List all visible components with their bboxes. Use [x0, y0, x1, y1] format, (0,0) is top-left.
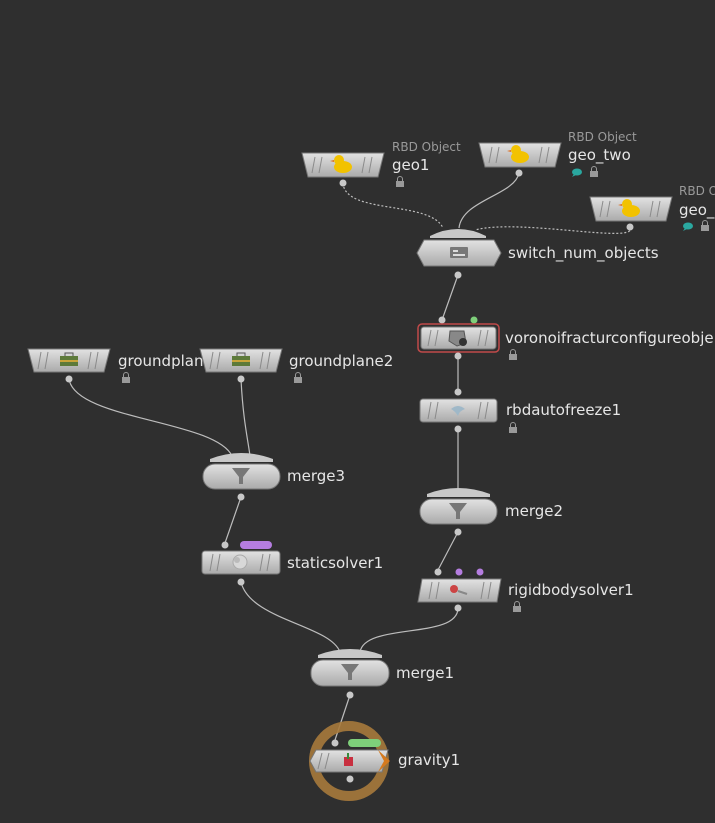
wire-rbd-merge1[interactable]	[359, 607, 459, 653]
wire-static-merge1[interactable]	[240, 581, 341, 653]
lock-icon	[509, 422, 517, 433]
node-name-groundplane2[interactable]: groundplane2	[289, 352, 394, 370]
node-name-gravity1[interactable]: gravity1	[398, 751, 461, 769]
flag-bar-green	[348, 739, 381, 747]
node-groundplane1[interactable]	[27, 348, 130, 383]
rigid-body-solver-icon	[450, 585, 468, 595]
output-connector[interactable]	[237, 578, 245, 586]
node-type-label-geo1: RBD Object	[392, 140, 461, 154]
node-name-merge1[interactable]: merge1	[396, 664, 455, 682]
output-connector[interactable]	[237, 493, 245, 501]
gravity-icon	[344, 753, 353, 766]
wire-merge2-rbdsolver[interactable]	[437, 531, 459, 571]
node-groundplane2[interactable]	[199, 348, 302, 383]
node-name-merge2[interactable]: merge2	[505, 502, 564, 520]
wire-geotwo-switch[interactable]	[458, 172, 520, 229]
output-connector[interactable]	[65, 375, 73, 383]
funnel-icon	[449, 503, 467, 519]
wire-geo1-switch[interactable]	[342, 182, 444, 229]
input-connector[interactable]	[331, 739, 339, 747]
node-type-label-geo-two: RBD Object	[568, 130, 637, 144]
flag-dot-purple	[455, 568, 463, 576]
output-connector[interactable]	[454, 352, 462, 360]
ground-plane-icon	[232, 352, 250, 366]
node-name-rigidbodysolver1[interactable]: rigidbodysolver1	[508, 581, 634, 599]
output-connector[interactable]	[454, 425, 462, 433]
node-name-merge3[interactable]: merge3	[287, 467, 346, 485]
node-name-geo1[interactable]: geo1	[392, 156, 430, 174]
funnel-icon	[341, 664, 359, 680]
output-connector[interactable]	[346, 775, 354, 783]
flag-bar-purple	[240, 541, 272, 549]
node-selected-border	[417, 323, 500, 353]
input-bar[interactable]	[318, 649, 382, 658]
node-rigidbodysolver1[interactable]	[417, 568, 521, 613]
node-rbdautofreeze1[interactable]	[419, 388, 517, 434]
lock-icon	[294, 372, 302, 383]
input-bar[interactable]	[210, 453, 273, 462]
node-geo1[interactable]	[301, 152, 404, 187]
node-name-voronoi[interactable]: voronoifracturconfigureobje	[505, 329, 714, 347]
display-flag-marker	[378, 750, 390, 772]
rubber-duck-icon	[330, 155, 352, 173]
rubber-duck-icon	[507, 145, 529, 163]
node-name-groundplane1[interactable]: groundplan	[118, 352, 204, 370]
node-merge3[interactable]	[202, 453, 281, 501]
ground-plane-icon	[60, 352, 78, 366]
wires	[68, 172, 631, 741]
switch-icon	[450, 247, 468, 258]
lock-icon	[509, 349, 517, 360]
input-bar[interactable]	[427, 488, 490, 497]
wire-switch-voronoi[interactable]	[441, 274, 459, 321]
output-connector[interactable]	[454, 604, 462, 612]
funnel-icon	[232, 468, 250, 484]
voronoi-fracture-icon	[448, 330, 467, 347]
output-connector[interactable]	[626, 223, 634, 231]
node-type-label-geo-three: RBD O	[679, 184, 715, 198]
input-connector[interactable]	[438, 316, 446, 324]
output-connector[interactable]	[346, 691, 354, 699]
node-name-geo-two[interactable]: geo_two	[568, 146, 631, 164]
node-name-staticsolver1[interactable]: staticsolver1	[287, 554, 384, 572]
lock-icon	[122, 372, 130, 383]
node-geo-three[interactable]	[589, 196, 709, 231]
node-voronoi-fracture[interactable]	[417, 316, 517, 361]
node-geo-two[interactable]	[478, 142, 598, 177]
lock-icon	[701, 220, 709, 231]
output-connector[interactable]	[454, 528, 462, 536]
node-name-switch-num-objects[interactable]: switch_num_objects	[508, 244, 659, 262]
rubber-duck-icon	[618, 199, 640, 217]
input-bar[interactable]	[430, 229, 486, 238]
flag-dot-purple	[476, 568, 484, 576]
lock-icon	[396, 176, 404, 187]
input-connector[interactable]	[434, 568, 442, 576]
comment-icon	[683, 222, 693, 231]
lock-icon	[590, 166, 598, 177]
node-name-geo-three[interactable]: geo_	[679, 201, 715, 219]
wire-gp2-merge3[interactable]	[240, 378, 251, 457]
lock-icon	[513, 601, 521, 612]
node-merge1[interactable]	[310, 649, 390, 699]
input-connector[interactable]	[221, 541, 229, 549]
flag-dot-green	[470, 316, 478, 324]
comment-icon	[572, 168, 582, 177]
output-connector[interactable]	[454, 271, 462, 279]
input-connector[interactable]	[454, 388, 462, 396]
output-connector[interactable]	[515, 169, 523, 177]
wire-geothree-switch[interactable]	[474, 226, 631, 234]
node-gravity1[interactable]	[309, 721, 390, 801]
node-name-rbdautofreeze1[interactable]: rbdautofreeze1	[506, 401, 622, 419]
wire-gp1-merge3[interactable]	[68, 378, 233, 457]
output-connector[interactable]	[339, 179, 347, 187]
node-staticsolver1[interactable]	[201, 541, 281, 586]
output-connector[interactable]	[237, 375, 245, 383]
static-solver-icon	[232, 554, 248, 570]
node-switch-num-objects[interactable]	[416, 229, 502, 279]
bird-icon	[451, 406, 465, 416]
wire-merge3-static[interactable]	[224, 496, 242, 544]
node-merge2[interactable]	[419, 488, 498, 536]
